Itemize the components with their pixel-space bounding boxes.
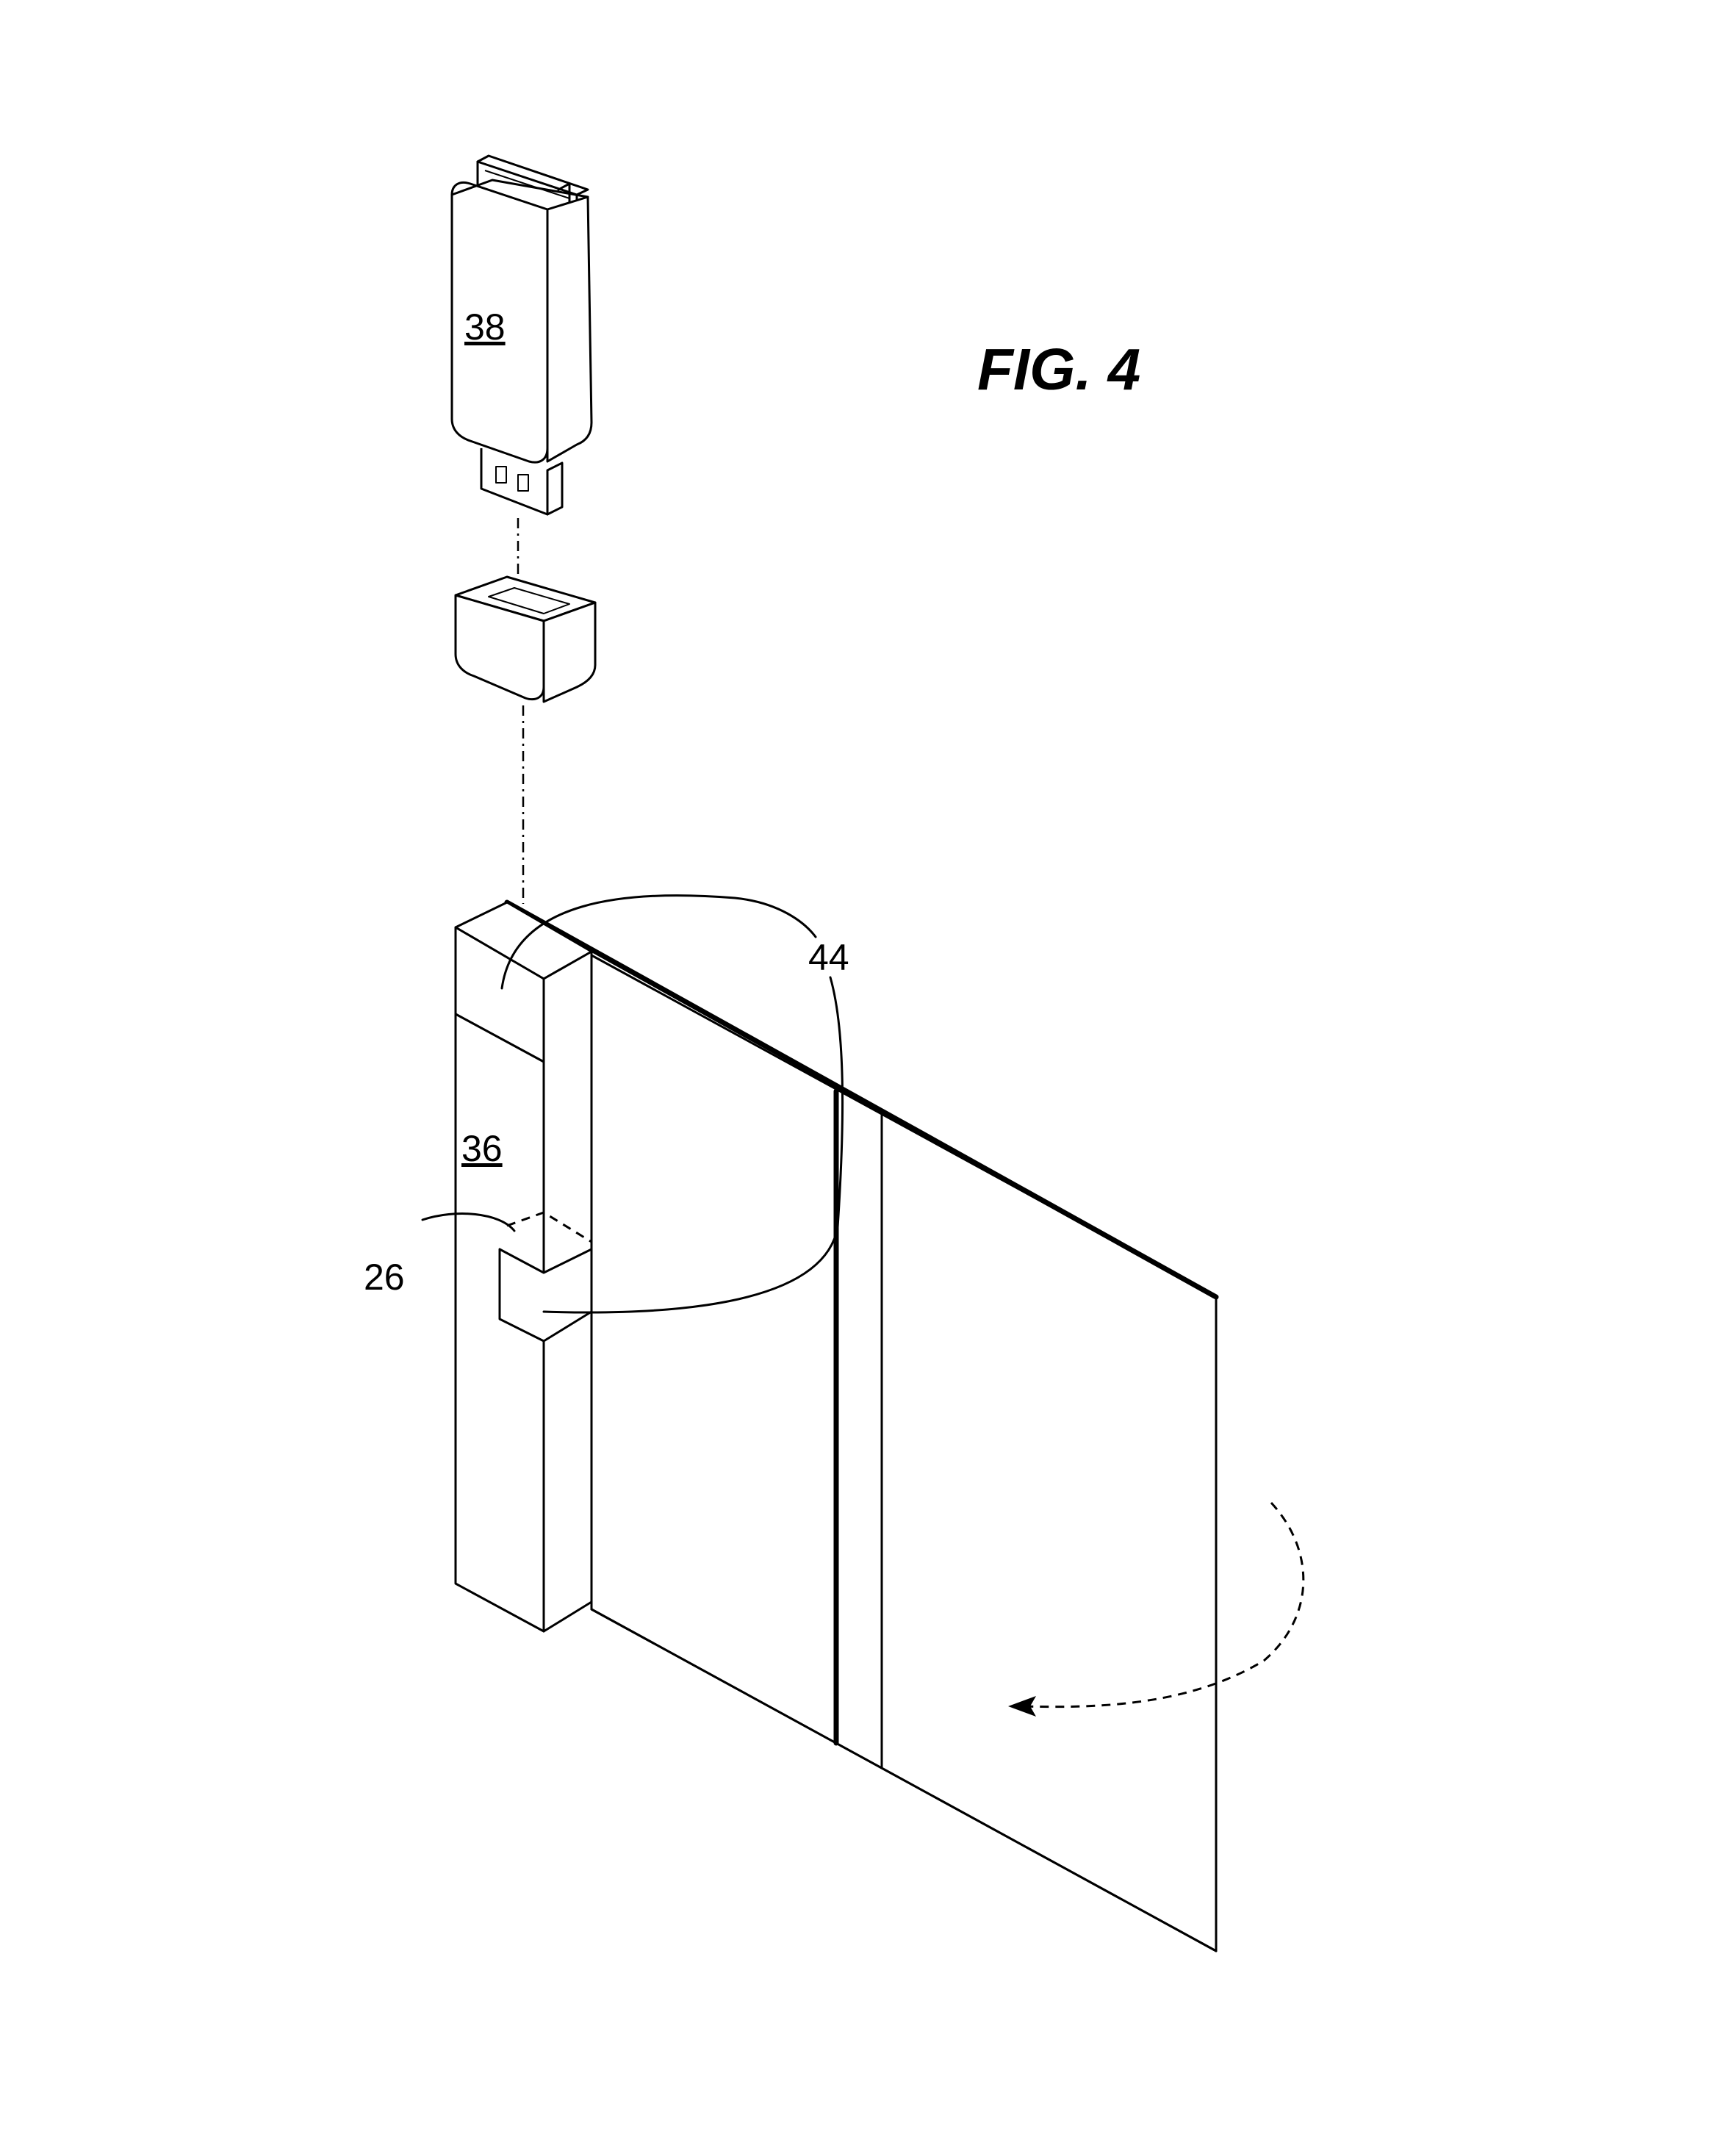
panel-bottom-edge — [590, 1608, 1218, 1952]
rotation-arrow — [1008, 1501, 1305, 1717]
leader-hinge-top — [500, 894, 817, 990]
usb-flash-drive — [450, 154, 593, 516]
label-usb-drive: 38 — [464, 306, 506, 348]
usb-top-tab-edge — [476, 154, 589, 196]
figure-title: FIG. 4 — [977, 337, 1140, 402]
label-housing: 36 — [461, 1128, 503, 1169]
usb-top-tab-line — [484, 170, 570, 199]
label-recess: 26 — [364, 1257, 405, 1298]
usb-body-side — [546, 195, 593, 463]
notch-hidden-edge — [506, 1211, 592, 1243]
cap-side — [542, 601, 597, 703]
usb-connector-side — [546, 461, 564, 516]
folding-panel — [504, 899, 1219, 1952]
panel-face — [590, 954, 1218, 1952]
leader-hinge-bottom — [542, 976, 844, 1314]
cap-slot — [488, 587, 570, 614]
adapter-cap — [454, 575, 597, 703]
usb-connector-hole-left — [495, 466, 507, 484]
usb-body-front — [450, 181, 549, 464]
panel-top-edge — [504, 899, 1219, 1300]
label-hinge: 44 — [808, 937, 849, 978]
leader-recess — [421, 1212, 516, 1232]
adapter-housing — [454, 901, 593, 1633]
usb-body-top-edge — [450, 179, 589, 198]
rotation-arrowhead — [1008, 1696, 1036, 1717]
usb-connector-hole-right — [517, 474, 529, 492]
